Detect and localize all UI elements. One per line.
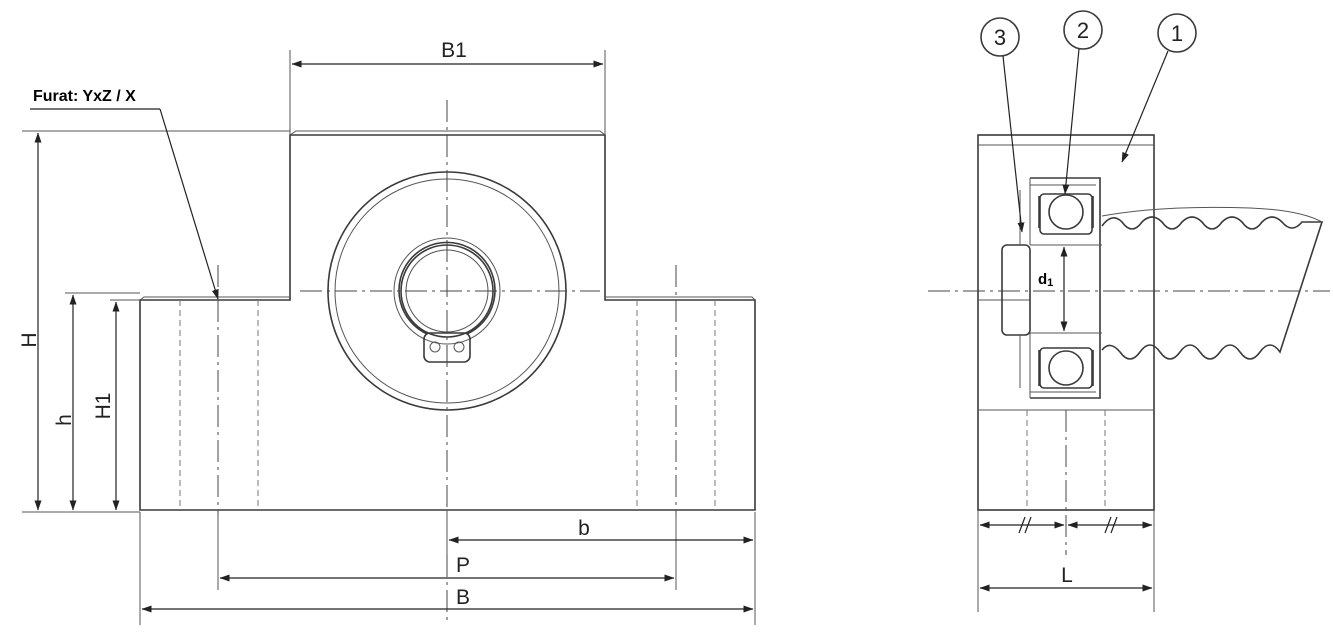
dim-label-h-total: H [18, 332, 41, 347]
dim-label-b1: B1 [441, 39, 467, 62]
dim-label-h: h [53, 414, 76, 426]
front-view: B1 H h H1 b P B Furat: YxZ / X [18, 39, 756, 625]
svg-text:1: 1 [1171, 21, 1183, 46]
dim-label-b-width: B [456, 586, 470, 609]
svg-text:3: 3 [994, 25, 1006, 50]
mounting-holes-hidden [179, 265, 716, 515]
callout-1: 1 [1121, 13, 1197, 163]
svg-text:2: 2 [1077, 18, 1089, 43]
side-view: d1 L 3 2 1 [928, 10, 1330, 612]
dim-label-h1: H1 [92, 393, 115, 420]
hole-note: Furat: YxZ / X [33, 88, 136, 105]
dim-label-d1: d1 [1038, 271, 1053, 289]
housing-outline [139, 134, 756, 511]
ball-screw [1101, 216, 1324, 360]
callout-3: 3 [980, 17, 1025, 233]
hole-note-leader [159, 108, 219, 300]
bearing-balls [1038, 193, 1094, 389]
dim-label-p: P [456, 554, 470, 577]
callout-2: 2 [1062, 10, 1103, 195]
dim-label-b: b [578, 517, 590, 540]
dim-label-l: L [1061, 564, 1073, 587]
